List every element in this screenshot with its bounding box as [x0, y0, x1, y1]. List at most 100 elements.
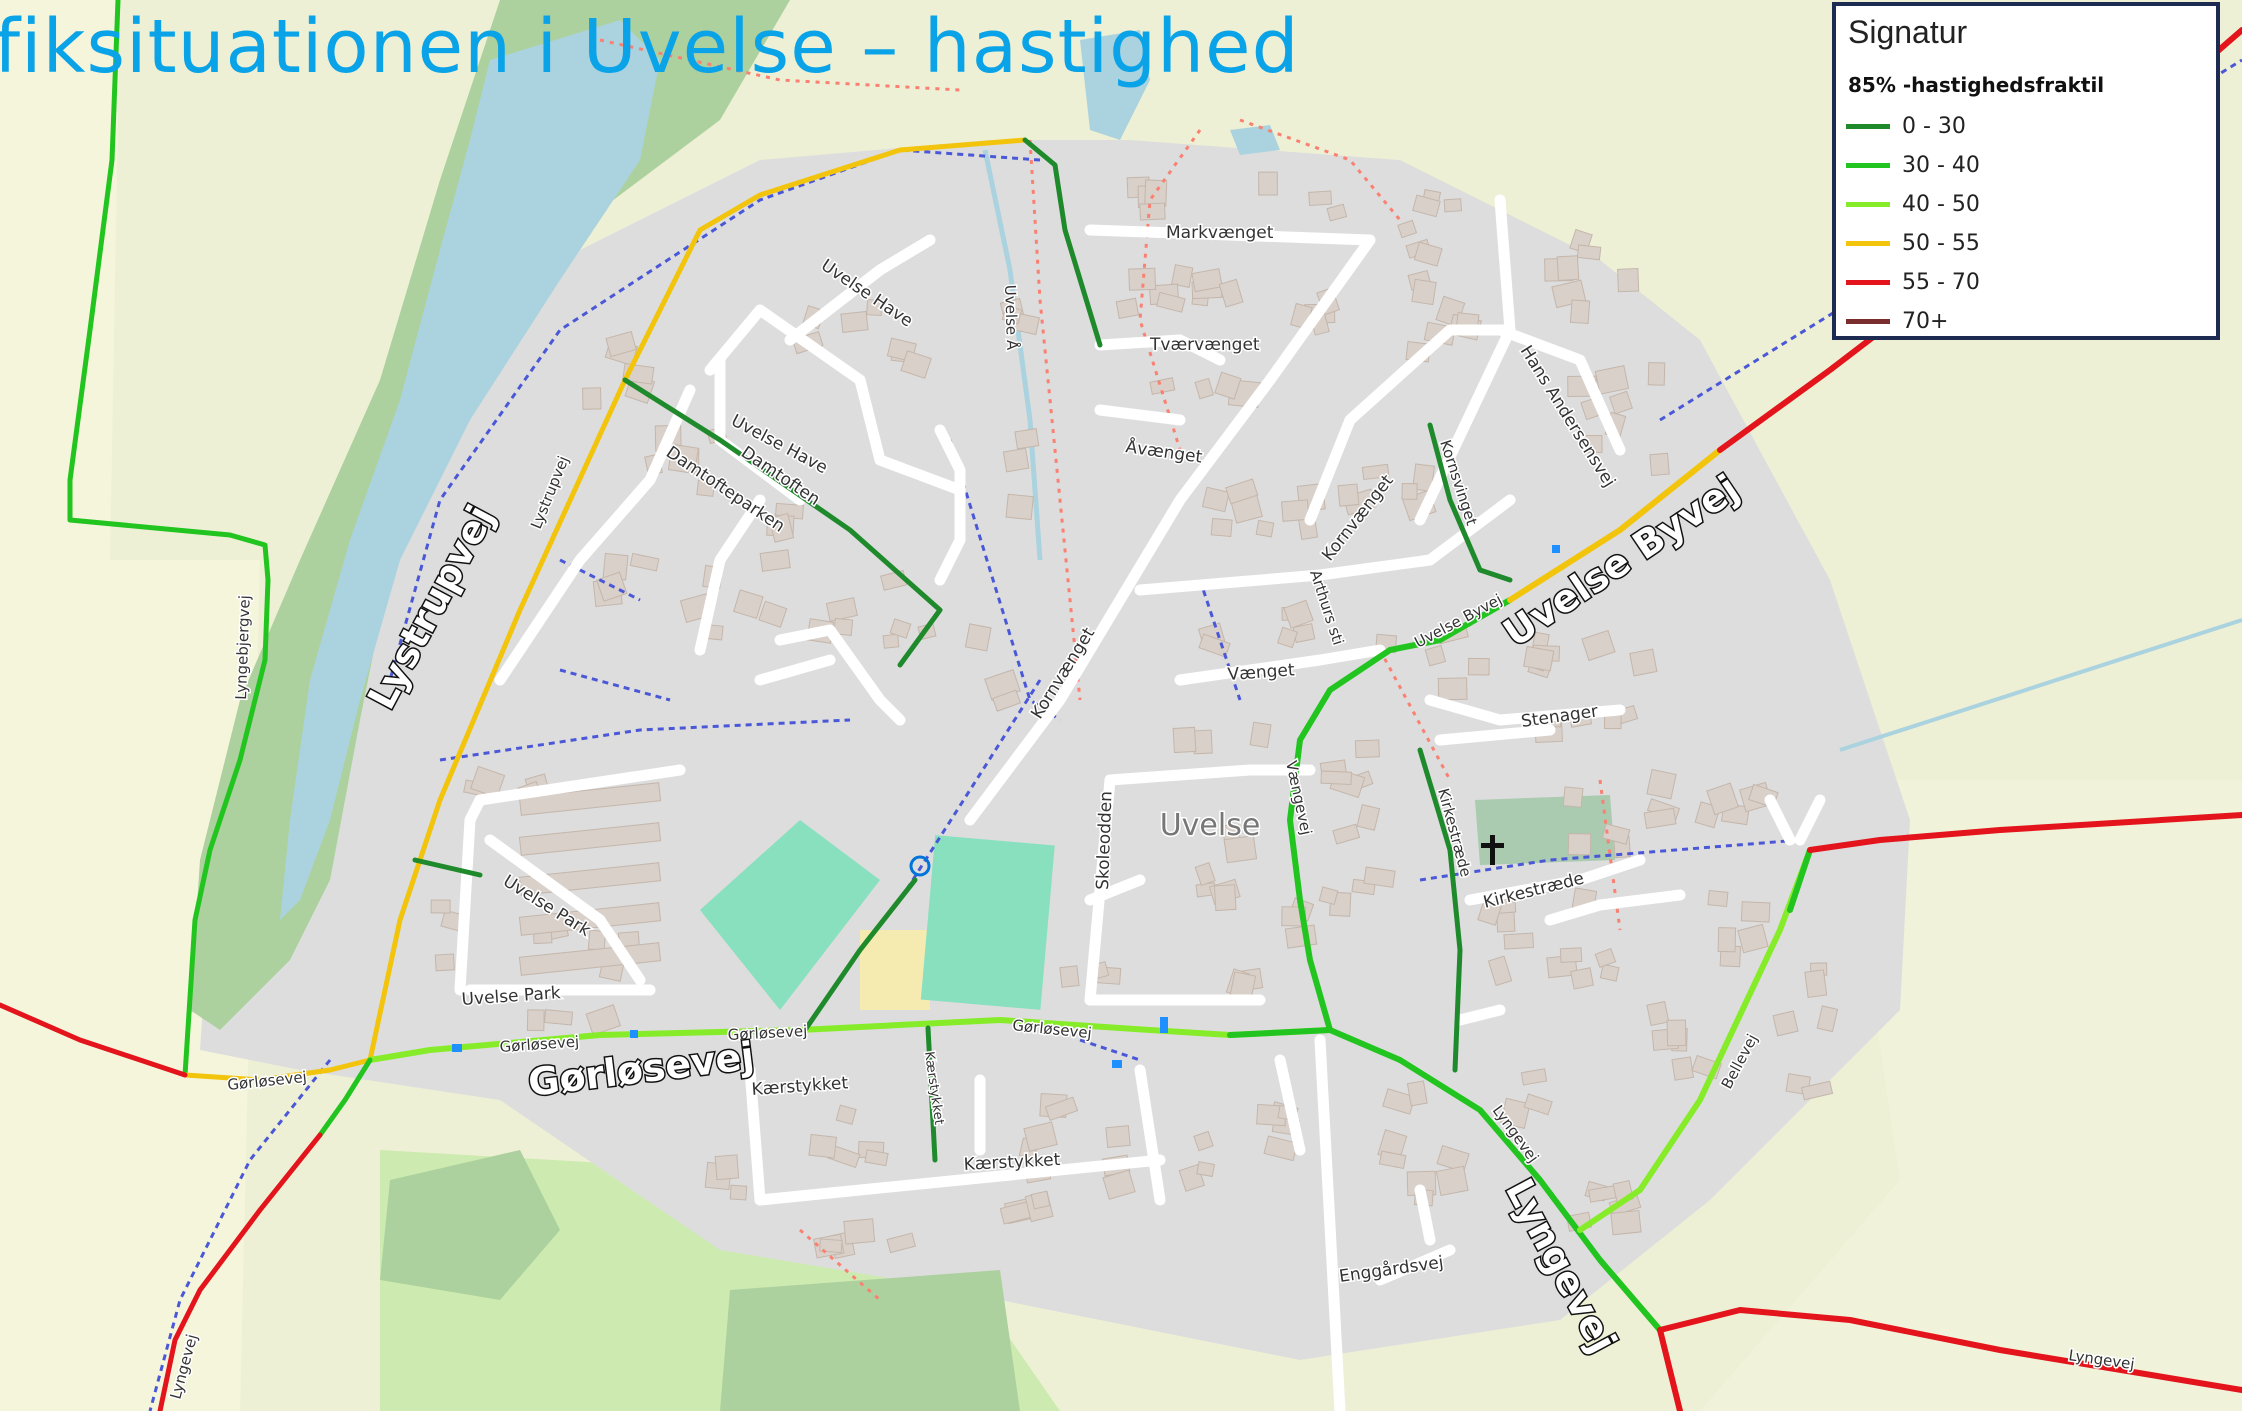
road-segment-kaerstykket [925, 1025, 938, 1163]
church-icon [1481, 835, 1504, 865]
building [1005, 493, 1034, 521]
legend-subtitle: 85% -hastighedsfraktil [1848, 73, 2105, 97]
building [1559, 947, 1583, 963]
building [526, 1009, 545, 1032]
building [543, 1009, 574, 1026]
building [1500, 1097, 1531, 1129]
building [768, 512, 795, 543]
building [835, 1104, 857, 1125]
building [1435, 1165, 1469, 1197]
building [1617, 268, 1640, 293]
building [1581, 629, 1616, 662]
building [1671, 1056, 1695, 1081]
building [1610, 1209, 1642, 1236]
building [1437, 677, 1468, 701]
street-label-gorlosevej-small-3: Gørløsevej [727, 1022, 807, 1044]
building [1139, 202, 1166, 221]
building [1800, 1080, 1834, 1101]
buildings-layer [430, 171, 1839, 1260]
building [1059, 965, 1080, 988]
building [808, 1133, 838, 1159]
building [1487, 955, 1513, 987]
forest-south-2 [720, 1270, 1020, 1411]
building [1281, 499, 1310, 522]
building [1816, 1005, 1839, 1033]
building [1737, 923, 1769, 954]
building [864, 1149, 889, 1167]
street-label-lyngebjergvej: Lyngebjergvej [232, 595, 254, 700]
legend-label: 30 - 40 [1902, 153, 1980, 178]
legend-swatch [1846, 241, 1890, 246]
building [1194, 861, 1216, 886]
building [1647, 362, 1666, 386]
building [1223, 835, 1258, 864]
building [1603, 714, 1622, 730]
building [1210, 517, 1233, 538]
road-segment-gorlosevej-farwest [0, 1002, 188, 1078]
building [1608, 390, 1633, 415]
building [629, 552, 660, 572]
building [1115, 297, 1140, 320]
building [1213, 884, 1237, 912]
building [1258, 171, 1278, 196]
residential-streets [454, 194, 1826, 1411]
building [1361, 463, 1390, 481]
building [1582, 435, 1603, 453]
building [840, 310, 869, 333]
street-label-markvaenget: Markvænget [1166, 223, 1274, 243]
building [1424, 644, 1447, 667]
building [1401, 482, 1418, 500]
road-segment-kirkestraede [1417, 747, 1463, 1073]
legend-label: 55 - 70 [1902, 270, 1980, 295]
building [819, 1238, 843, 1254]
legend-swatch [1846, 280, 1890, 285]
building [843, 1218, 876, 1245]
building [1172, 726, 1197, 754]
road-segment-damtoften [622, 377, 943, 668]
farmland-east [1700, 780, 2242, 1411]
building [733, 589, 764, 620]
building [1772, 1010, 1799, 1037]
stream-east [1839, 618, 2242, 752]
road-segment-lyngevej-southwest [1657, 1327, 1683, 1411]
building [667, 443, 699, 475]
legend-item: 30 - 40 [1846, 146, 2206, 185]
building [1284, 924, 1318, 949]
building [1467, 657, 1490, 676]
cemetery [1475, 795, 1615, 865]
building [1044, 1096, 1079, 1122]
building [1629, 648, 1658, 677]
building [882, 633, 900, 649]
road-segment-lystrupvej-farsouth [157, 1132, 323, 1411]
building [1014, 428, 1040, 450]
building [696, 479, 716, 497]
building [1556, 255, 1580, 281]
road-segment-lystrupvej-north [1022, 137, 1103, 348]
pond-north [1080, 30, 1150, 140]
legend-item: 70+ [1846, 302, 2206, 341]
bus-stop-icons [452, 545, 1560, 1068]
building [1155, 291, 1186, 313]
building [1413, 241, 1443, 267]
road-segment-uvelse-park [412, 857, 483, 878]
building [1283, 599, 1314, 629]
building [1201, 486, 1230, 513]
building [1356, 804, 1381, 831]
building [1406, 1080, 1428, 1107]
stream-uvelse-aa [982, 149, 1043, 561]
building [1255, 519, 1275, 538]
building [1740, 901, 1771, 923]
road-segment-lyngevej-far [1657, 1307, 2242, 1393]
legend-label: 70+ [1902, 309, 1949, 334]
building [1277, 626, 1299, 649]
legend-swatch [1846, 124, 1890, 129]
road-segment-uvelse-byvej-north [1507, 447, 1723, 603]
building [605, 330, 637, 358]
building [1594, 365, 1630, 395]
building [992, 689, 1022, 712]
school-yard [860, 930, 930, 1010]
map-title: fiksituationen i Uvelse – hastighed [0, 4, 1300, 90]
building [1646, 768, 1677, 800]
building [1411, 278, 1437, 306]
